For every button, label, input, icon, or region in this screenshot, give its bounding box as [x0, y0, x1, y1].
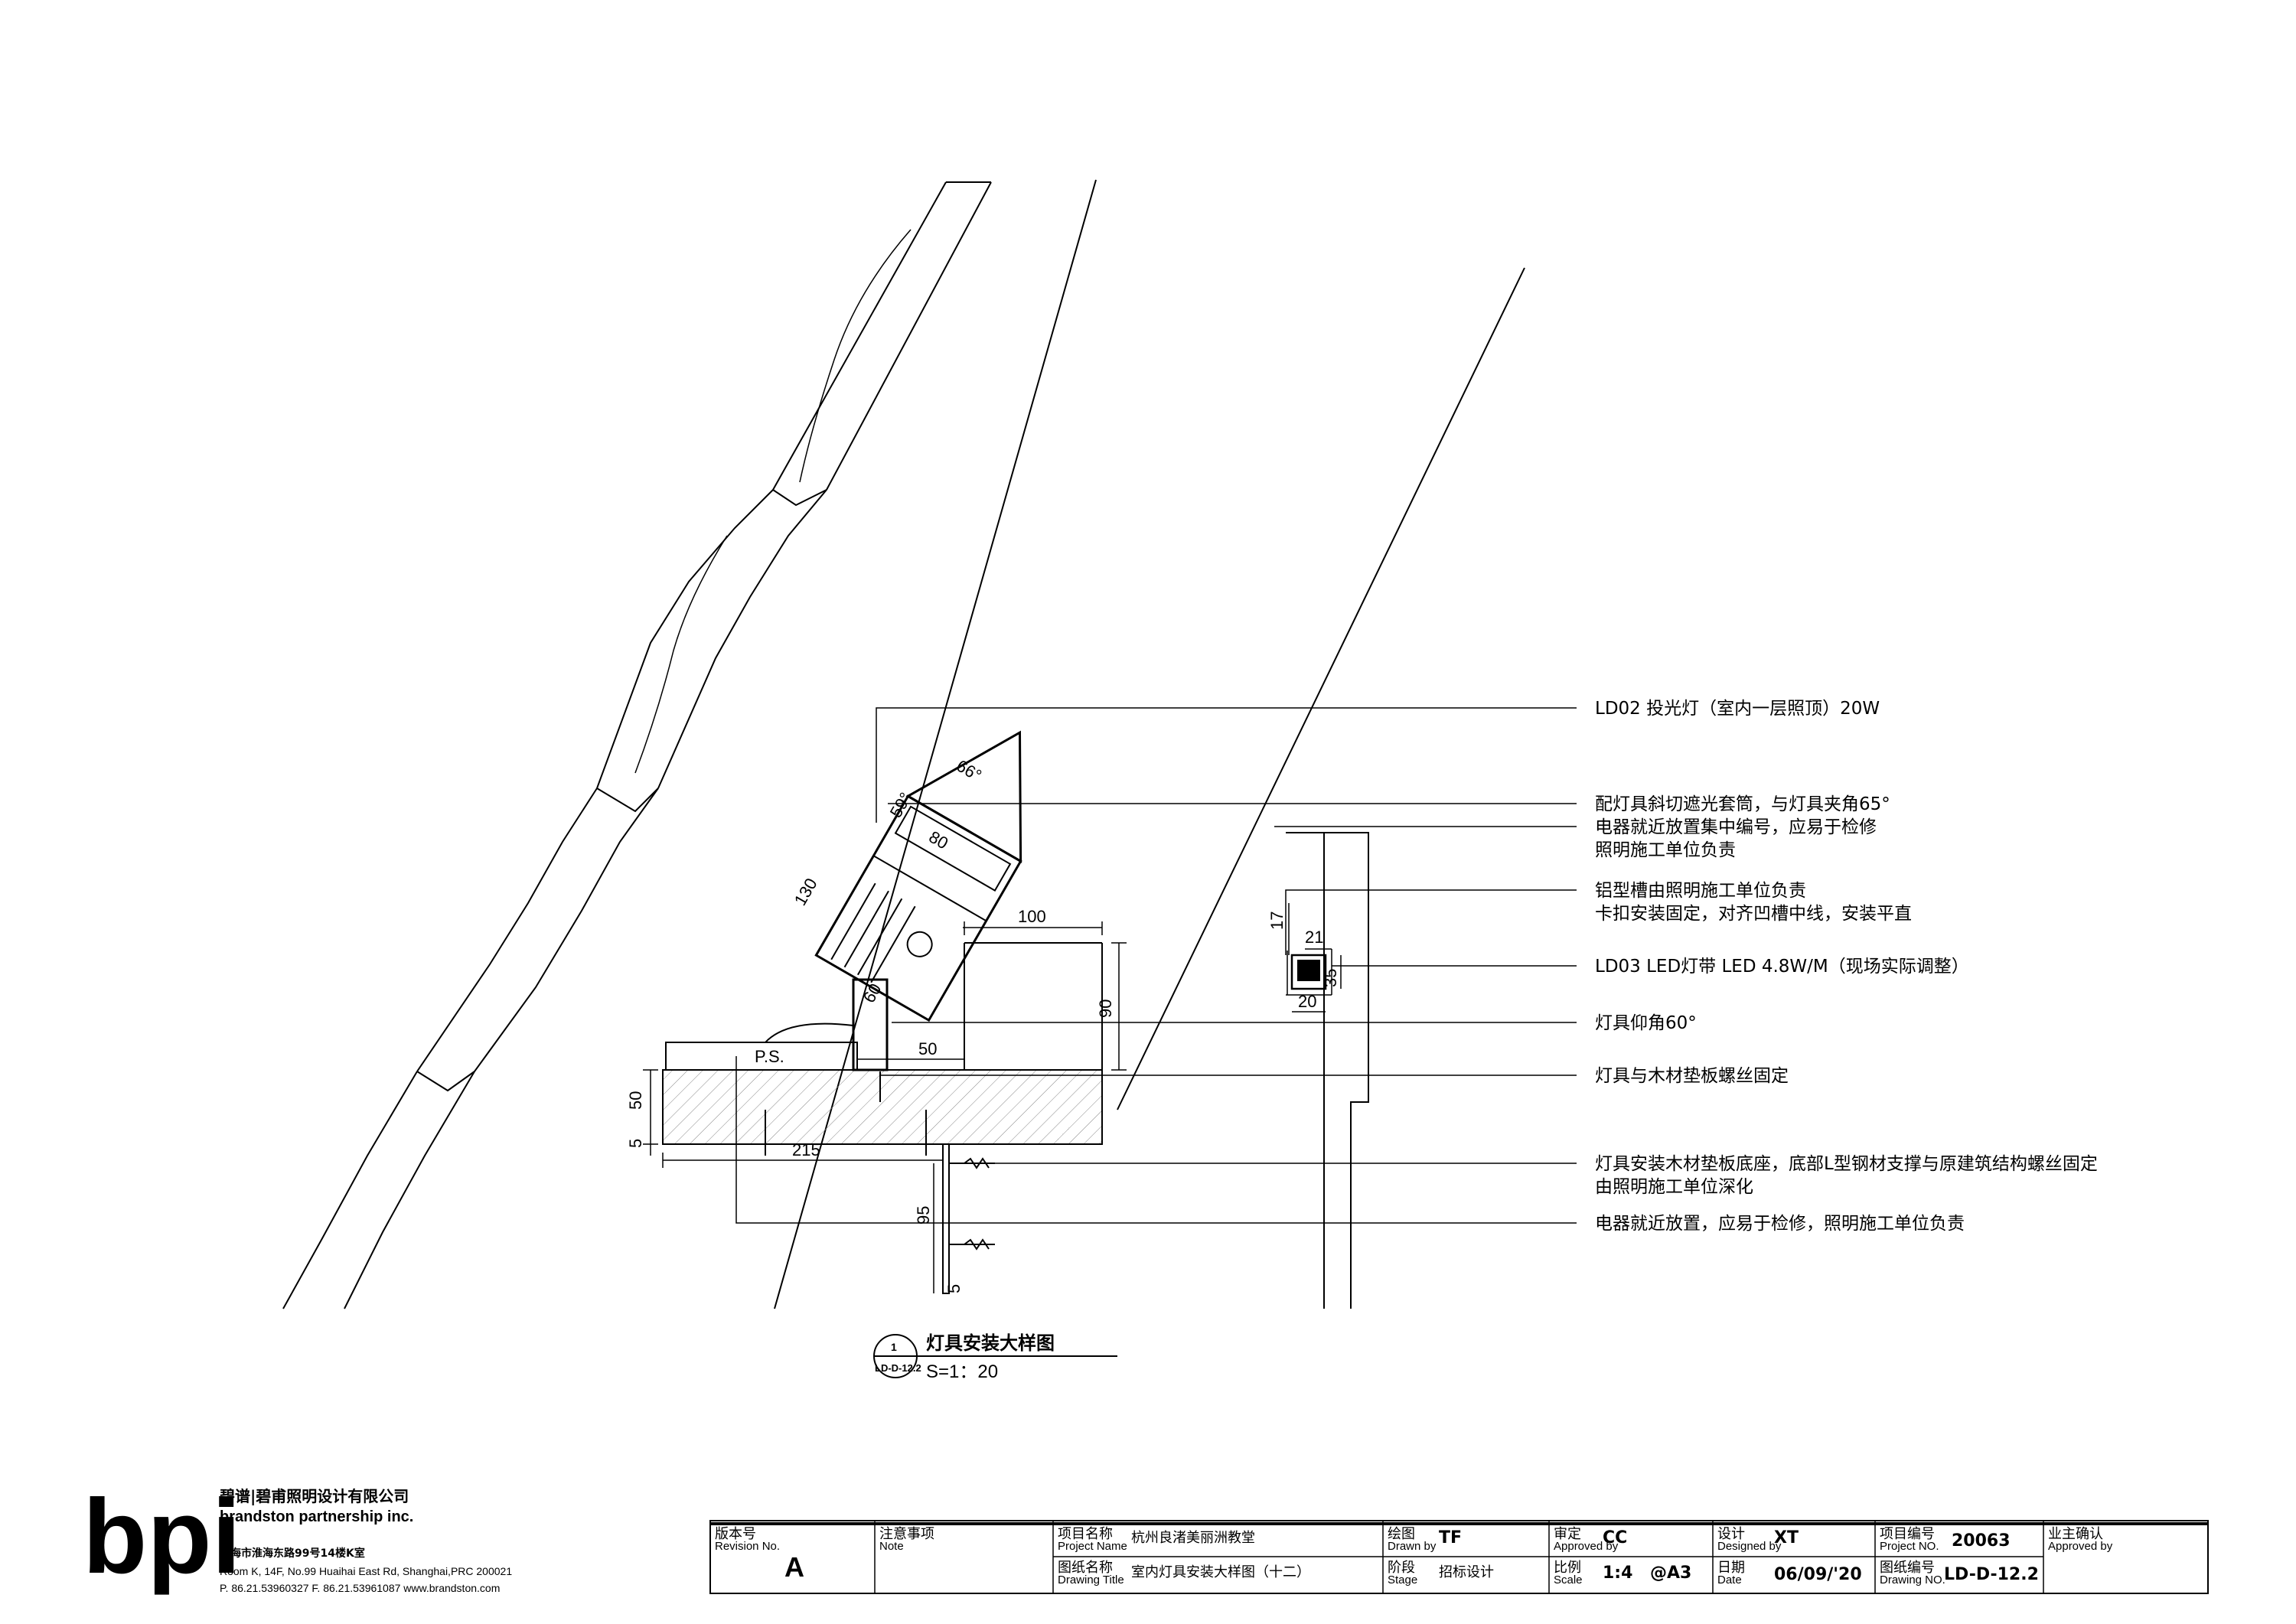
company-name-cn: 碧谱|碧甫照明设计有限公司: [219, 1487, 409, 1505]
detail-scale: S=1：20: [926, 1361, 998, 1382]
callout-gear-2: 照明施工单位负责: [1595, 840, 1736, 860]
detail-sheet-ref: LD-D-12.2: [875, 1362, 921, 1374]
ps-label: P.S.: [755, 1047, 784, 1066]
company-address-cn: 上海市淮海东路99号14楼K室: [220, 1547, 365, 1560]
stage-label: 阶段: [1388, 1560, 1415, 1576]
dim-215: 215: [792, 1140, 820, 1159]
approved-value: CC: [1603, 1528, 1627, 1547]
dim-130: 130: [791, 875, 821, 908]
sloped-roof-section: [282, 179, 1525, 1309]
approved-label-en: Approved by: [1554, 1540, 1619, 1553]
drawing-no-value: LD-D-12.2: [1944, 1565, 2039, 1584]
stage-label-en: Stage: [1388, 1573, 1417, 1586]
callout-alu-1: 铝型槽由照明施工单位负责: [1595, 881, 1806, 901]
callout-ld02: LD02 投光灯（室内一层照顶）20W: [1595, 699, 1880, 719]
callout-base-2: 由照明施工单位深化: [1595, 1177, 1753, 1197]
callout-gear-3: 电器就近放置，应易于检修，照明施工单位负责: [1595, 1214, 1965, 1234]
detail-title: 1 LD-D-12.2 灯具安装大样图 S=1：20: [873, 1332, 1117, 1382]
dim-21: 21: [1305, 928, 1323, 947]
dim-95: 95: [914, 1206, 933, 1225]
dim-17: 17: [1267, 911, 1287, 930]
dimension-lines: [643, 903, 1342, 1293]
project-no-label: 项目编号: [1880, 1526, 1935, 1542]
designed-label: 设计: [1717, 1526, 1745, 1542]
revision-label-en: Revision No.: [715, 1540, 780, 1553]
designed-value: XT: [1774, 1528, 1799, 1547]
callout-gear-1: 电器就近放置集中编号，应易于检修: [1595, 817, 1877, 837]
project-name-value: 杭州良渚美丽洲教堂: [1131, 1530, 1255, 1546]
stage-value: 招标设计: [1439, 1564, 1494, 1580]
company-contact: P. 86.21.53960327 F. 86.21.53961087 www.…: [220, 1582, 500, 1594]
dim-100: 100: [1018, 907, 1046, 926]
revision-label: 版本号: [715, 1526, 756, 1542]
detail-number: 1: [891, 1341, 897, 1353]
wood-base: [662, 942, 1103, 1294]
project-name-label: 项目名称: [1058, 1526, 1113, 1542]
revision-value: A: [784, 1551, 804, 1583]
leader-lines: [735, 707, 1577, 1224]
dim-50-vertical: 50: [626, 1091, 645, 1110]
detail-title-text: 灯具安装大样图: [926, 1332, 1055, 1354]
drawn-label: 绘图: [1388, 1526, 1415, 1542]
drawing-title-label: 图纸名称: [1058, 1560, 1113, 1576]
drawing-no-label: 图纸编号: [1880, 1560, 1935, 1576]
dim-5: 5: [626, 1139, 645, 1148]
drawn-label-en: Drawn by: [1388, 1540, 1437, 1553]
dim-80: 80: [926, 827, 952, 853]
dim-50-horizontal: 50: [918, 1039, 937, 1058]
drawn-value: TF: [1439, 1528, 1462, 1547]
paper-size: @A3: [1650, 1564, 1691, 1583]
date-label: 日期: [1717, 1560, 1745, 1576]
callout-fix: 灯具与木材垫板螺丝固定: [1595, 1066, 1789, 1086]
designed-label-en: Designed by: [1717, 1540, 1782, 1553]
owner-label-en: Approved by: [2048, 1540, 2113, 1553]
project-no-label-en: Project NO.: [1880, 1540, 1939, 1553]
dim-35: 35: [1321, 969, 1340, 987]
scale-label: 比例: [1554, 1560, 1581, 1576]
scale-value: 1:4: [1603, 1564, 1632, 1583]
company-address-en: Room K, 14F, No.99 Huaihai East Rd, Shan…: [220, 1565, 512, 1577]
dim-66: 66°: [954, 756, 985, 785]
callout-shade: 配灯具斜切遮光套筒，与灯具夹角65°: [1595, 794, 1890, 814]
owner-label: 业主确认: [2048, 1526, 2103, 1542]
company-name-en: brandston partnership inc.: [220, 1508, 413, 1525]
callout-base-1: 灯具安装木材垫板底座，底部L型钢材支撑与原建筑结构螺丝固定: [1595, 1154, 2098, 1174]
callout-ld03: LD03 LED灯带 LED 4.8W/M（现场实际调整）: [1595, 957, 1969, 977]
callout-alu-2: 卡扣安装固定，对齐凹槽中线，安装平直: [1595, 904, 1912, 924]
note-label-en: Note: [879, 1540, 904, 1553]
date-label-en: Date: [1717, 1573, 1742, 1586]
dim-90: 90: [1096, 1000, 1115, 1018]
callout-tilt: 灯具仰角60°: [1595, 1013, 1697, 1033]
project-name-label-en: Project Name: [1058, 1540, 1127, 1553]
approved-label: 审定: [1554, 1526, 1581, 1542]
scale-label-en: Scale: [1554, 1573, 1583, 1586]
floodlight-fixture: [765, 730, 1022, 1071]
project-no-value: 20063: [1952, 1531, 2011, 1551]
company-logo: bpi: [83, 1478, 241, 1596]
dim-20: 20: [1298, 992, 1316, 1011]
drawing-title-value: 室内灯具安装大样图（十二）: [1131, 1564, 1310, 1580]
date-value: 06/09/'20: [1774, 1565, 1862, 1584]
dim-60: 60: [859, 980, 885, 1006]
right-wall-section: [1286, 832, 1369, 1309]
dim-5-bottom: 5: [944, 1284, 964, 1293]
callout-notes: LD02 投光灯（室内一层照顶）20W 配灯具斜切遮光套筒，与灯具夹角65° 电…: [1595, 699, 2098, 1234]
drawing-title-label-en: Drawing Title: [1058, 1573, 1124, 1586]
dimension-texts: 66° 59° 80 130 60 100 90 50 50 5 215 95 …: [626, 756, 1340, 1293]
title-block: 版本号 Revision No. A 注意事项 Note 项目名称 Projec…: [709, 1520, 2209, 1594]
note-label: 注意事项: [879, 1526, 934, 1542]
drawing-no-label-en: Drawing NO.: [1880, 1573, 1945, 1586]
company-block: bpi 碧谱|碧甫照明设计有限公司 brandston partnership …: [83, 1478, 512, 1596]
